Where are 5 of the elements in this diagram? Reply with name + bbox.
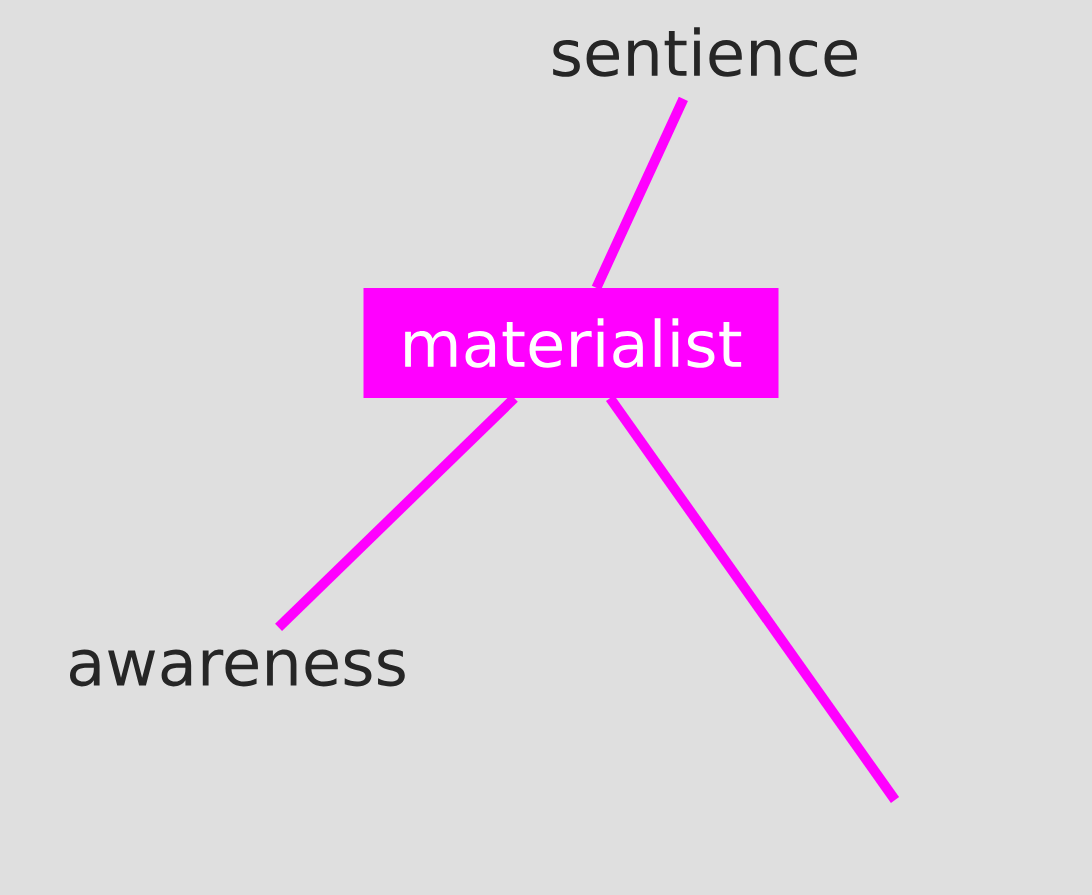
connector-line	[605, 395, 900, 803]
connector-line	[591, 96, 688, 290]
word-label: sentience	[553, 27, 857, 77]
word-label: awareness	[70, 649, 405, 687]
label-box: materialist	[363, 288, 779, 398]
